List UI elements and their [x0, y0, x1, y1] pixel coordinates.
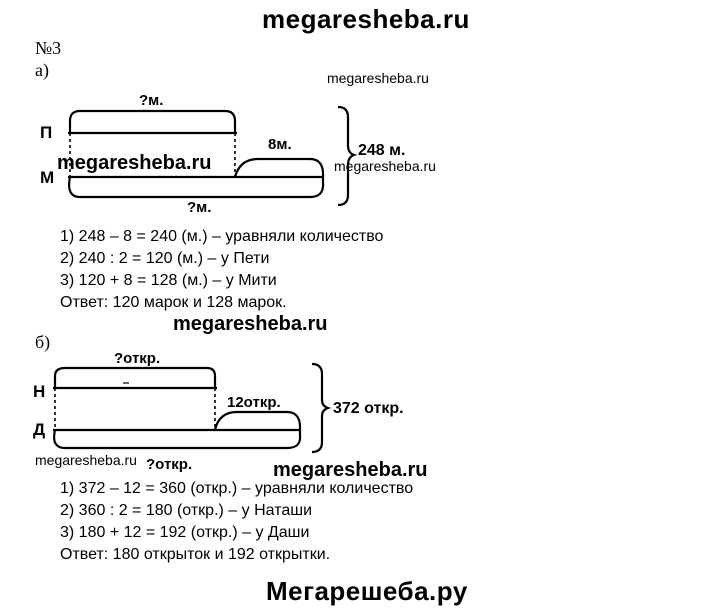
b-top-question: ?откр.	[114, 350, 161, 367]
solution-b: 1) 372 – 12 = 360 (откр.) – уравняли кол…	[60, 478, 413, 566]
solution-a: 1) 248 – 8 = 240 (м.) – уравняли количес…	[60, 226, 383, 314]
solution-b-answer: Ответ: 180 открыток и 192 открытки.	[60, 546, 331, 563]
solution-b-step-3: 3) 180 + 12 = 192 (откр.) – у Даши	[60, 524, 310, 541]
solution-a-step-2: 2) 240 : 2 = 120 (м.) – у Пети	[60, 250, 270, 267]
a-total: 248 м.	[358, 142, 406, 159]
b-extra: 12откр.	[227, 394, 281, 411]
watermark-a-right-mid: megaresheba.ru	[334, 158, 436, 174]
b-total: 372 откр.	[333, 400, 404, 417]
solution-a-step-3: 3) 120 + 8 = 128 (м.) – у Мити	[60, 272, 277, 289]
solution-b-step-2: 2) 360 : 2 = 180 (откр.) – у Наташи	[60, 502, 313, 519]
a-row1-label: П	[40, 123, 53, 142]
watermark-b-left: megaresheba.ru	[35, 452, 137, 468]
a-extra: 8м.	[268, 136, 292, 153]
watermark-a-right: megaresheba.ru	[327, 70, 429, 86]
watermark-a-left: megaresheba.ru	[57, 152, 212, 174]
a-row2-label: М	[40, 168, 55, 187]
watermark-b-right: megaresheba.ru	[273, 459, 428, 481]
watermark-top: megaresheba.ru	[262, 4, 470, 34]
b-bottom-question: ?откр.	[146, 456, 193, 473]
part-a-label: а)	[35, 60, 49, 80]
task-number: №3	[35, 38, 62, 58]
solution-a-answer: Ответ: 120 марок и 128 марок.	[60, 294, 287, 311]
b-row2-label: Д	[33, 420, 46, 439]
diagram-a	[68, 105, 358, 207]
solution-a-step-1: 1) 248 – 8 = 240 (м.) – уравняли количес…	[60, 228, 384, 245]
solution-b-step-1: 1) 372 – 12 = 360 (откр.) – уравняли кол…	[60, 480, 414, 497]
diagram-b	[53, 362, 332, 454]
watermark-middle: megaresheba.ru	[173, 313, 328, 335]
a-bottom-question: ?м.	[187, 199, 212, 216]
watermark-footer: Мегарешеба.ру	[266, 576, 468, 606]
b-row1-label: Н	[33, 382, 46, 401]
a-top-question: ?м.	[139, 92, 164, 109]
part-b-label: б)	[35, 332, 51, 352]
